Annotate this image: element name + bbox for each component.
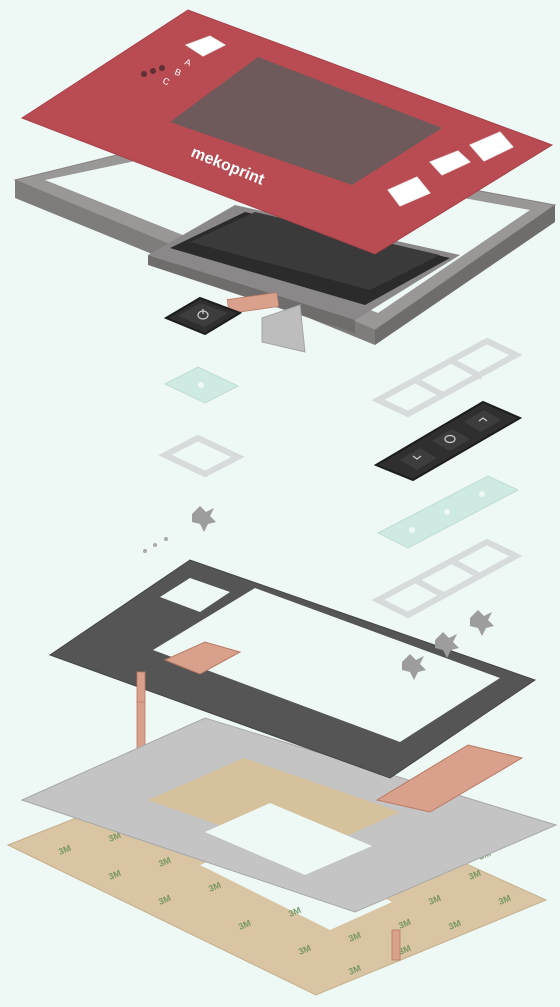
single-key-adhesive (165, 367, 238, 403)
single-key-spacer-outline (165, 438, 238, 474)
spacer-outline-upper (378, 341, 516, 414)
adhesive-spacer-right (378, 476, 518, 548)
keypad-3-key (376, 402, 520, 480)
small-dots (143, 537, 168, 553)
spacer-outline-lower (378, 542, 516, 615)
